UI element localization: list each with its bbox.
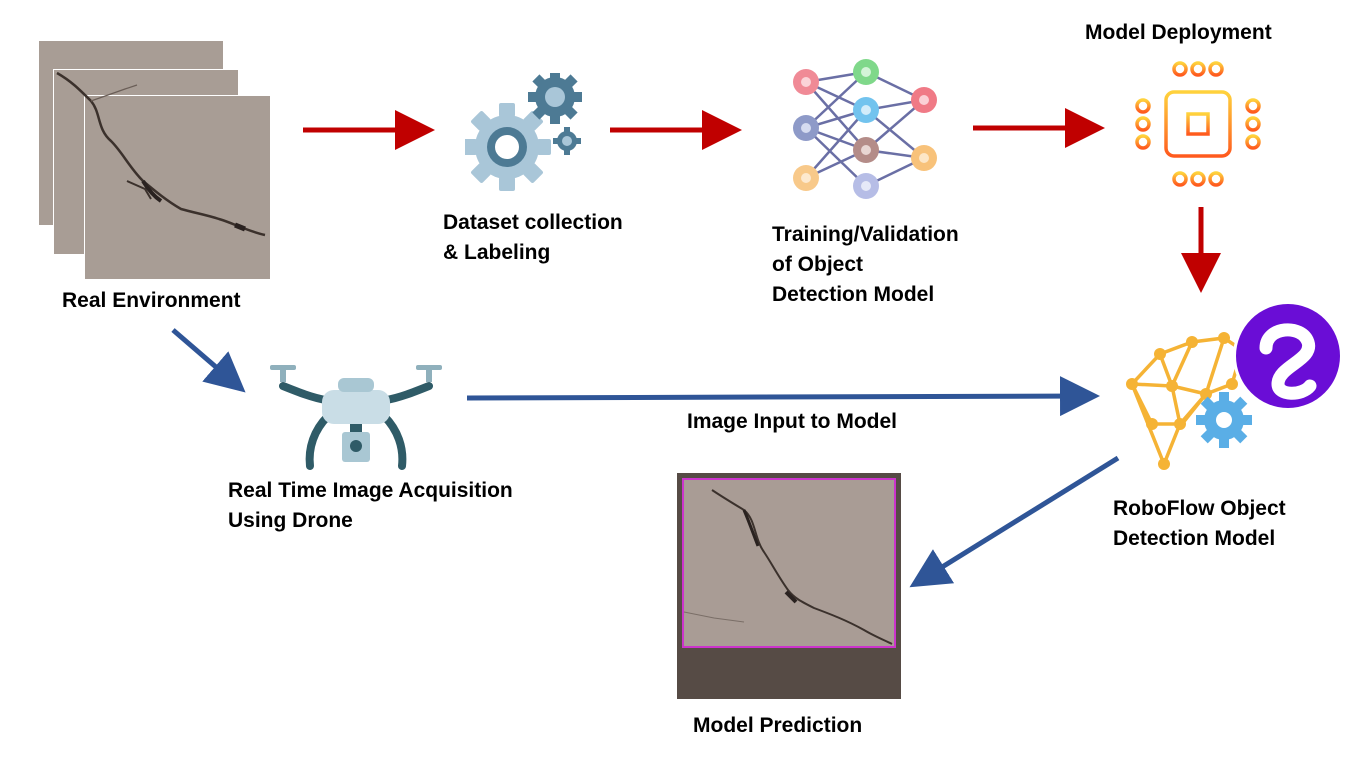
crack-lines — [56, 71, 266, 237]
roboflow-brain-icon — [1126, 301, 1343, 470]
arrow-roboflow-to-prediction — [909, 455, 1120, 588]
drone-icon — [270, 365, 442, 470]
gear-icon — [465, 73, 582, 191]
label-drone: Real Time Image Acquisition Using Drone — [228, 479, 513, 532]
label-model-deployment: Model Deployment — [1085, 21, 1272, 44]
arrow-env-to-drone — [171, 328, 246, 393]
prediction-image — [677, 473, 901, 699]
concrete-crack-photo — [84, 95, 270, 279]
arrow-drone-to-roboflow — [466, 376, 1100, 417]
label-real-environment: Real Environment — [62, 289, 241, 312]
crack-lines — [683, 489, 893, 645]
label-roboflow: RoboFlow Object Detection Model — [1113, 497, 1286, 550]
label-dataset: Dataset collection & Labeling — [443, 211, 623, 264]
label-model-prediction: Model Prediction — [693, 714, 863, 737]
neural-network-icon — [793, 59, 937, 199]
chip-icon — [1135, 61, 1261, 187]
prediction-bounding-box — [682, 478, 896, 648]
gear-icon — [1196, 392, 1252, 448]
label-training: Training/Validation of Object Detection … — [772, 223, 959, 306]
label-image-input: Image Input to Model — [687, 410, 897, 433]
roboflow-logo-icon — [1233, 301, 1343, 411]
